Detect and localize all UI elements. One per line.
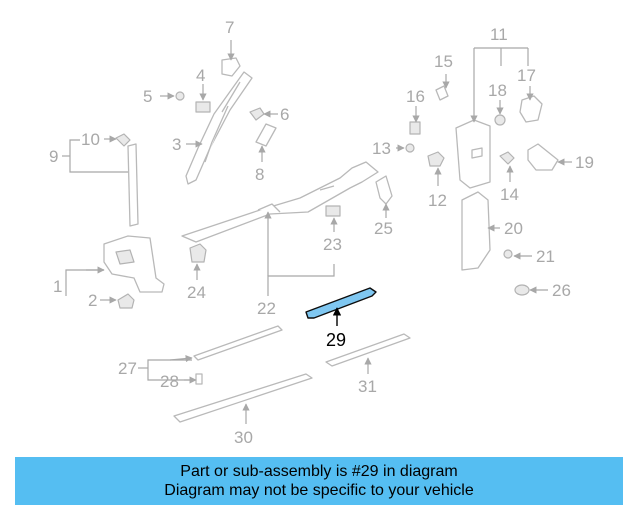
callout-7: 7	[225, 18, 234, 37]
callout-30: 30	[234, 428, 253, 447]
part-1-detail	[115, 249, 135, 265]
part-20-b-pillar-lower	[461, 191, 491, 271]
part-6-fastener	[249, 107, 265, 121]
part-11-detail	[471, 147, 483, 159]
part-7-bracket	[221, 57, 241, 77]
part-3-a-pillar-trim	[185, 71, 253, 185]
part-14-screw	[499, 151, 515, 165]
callout-labels: 7 4 5 6 3 8 10 9 1 2 24 22 23 25 11 15 1…	[49, 18, 594, 447]
banner-line-part-number: Part or sub-assembly is #29 in diagram	[180, 463, 458, 480]
callout-13: 13	[372, 139, 391, 158]
part-23-clip	[325, 205, 341, 217]
callout-8: 8	[255, 165, 264, 184]
callout-2: 2	[88, 291, 97, 310]
callout-15: 15	[434, 52, 453, 71]
part-10-clip	[115, 133, 131, 147]
callout-14: 14	[500, 185, 519, 204]
callout-21: 21	[536, 247, 555, 266]
part-29-highlighted	[305, 287, 377, 319]
part-4-clip	[195, 101, 211, 113]
callout-17: 17	[517, 66, 536, 85]
part-21-screw	[503, 249, 513, 259]
callout-3: 3	[172, 135, 181, 154]
part-31-sill-plate	[325, 333, 411, 367]
part-25-bracket	[375, 175, 393, 205]
part-12-bolt	[427, 151, 445, 167]
part-8-cap	[255, 123, 277, 147]
part-9-pillar-trim	[127, 143, 139, 227]
callout-28: 28	[160, 372, 179, 391]
callout-1: 1	[53, 277, 62, 296]
callout-18: 18	[488, 81, 507, 100]
part-26-cap	[514, 284, 530, 296]
callout-4: 4	[196, 66, 205, 85]
callout-9: 9	[49, 147, 58, 166]
part-2-clip	[117, 293, 135, 309]
callout-31: 31	[358, 377, 377, 396]
part-16-clip	[409, 121, 421, 135]
part-13-screw	[405, 143, 415, 153]
callout-23: 23	[323, 235, 342, 254]
part-24-grommet	[189, 243, 207, 263]
part-1-lower-trim	[103, 235, 165, 293]
part-22-reinforcement	[181, 161, 379, 243]
part-15-clip	[435, 85, 449, 101]
info-banner: Part or sub-assembly is #29 in diagram D…	[15, 457, 623, 505]
part-27-scuff-plate	[193, 325, 283, 361]
parts-diagram: 7 4 5 6 3 8 10 9 1 2 24 22 23 25 11 15 1…	[49, 18, 594, 447]
part-22-detail	[257, 185, 335, 213]
banner-line-disclaimer: Diagram may not be specific to your vehi…	[164, 482, 474, 499]
callout-24: 24	[187, 283, 206, 302]
callout-12: 12	[428, 191, 447, 210]
part-3-detail	[204, 81, 241, 163]
callout-19: 19	[575, 153, 594, 172]
part-30-sill-plate	[173, 373, 313, 423]
callout-27: 27	[118, 359, 137, 378]
part-28-clip	[195, 373, 203, 385]
callout-6: 6	[280, 105, 289, 124]
part-19-handle	[527, 143, 559, 171]
callout-16: 16	[406, 87, 425, 106]
callout-10: 10	[81, 130, 100, 149]
part-17-anchor	[519, 95, 543, 123]
callout-20: 20	[504, 219, 523, 238]
callout-11: 11	[490, 25, 508, 44]
part-5-screw	[175, 91, 185, 101]
callout-5: 5	[143, 87, 152, 106]
callout-22: 22	[257, 299, 276, 318]
callout-29-highlighted: 29	[326, 330, 346, 350]
leader-lines	[62, 40, 572, 424]
callout-25: 25	[374, 219, 393, 238]
part-18-screw	[494, 114, 506, 126]
callout-26: 26	[552, 281, 571, 300]
